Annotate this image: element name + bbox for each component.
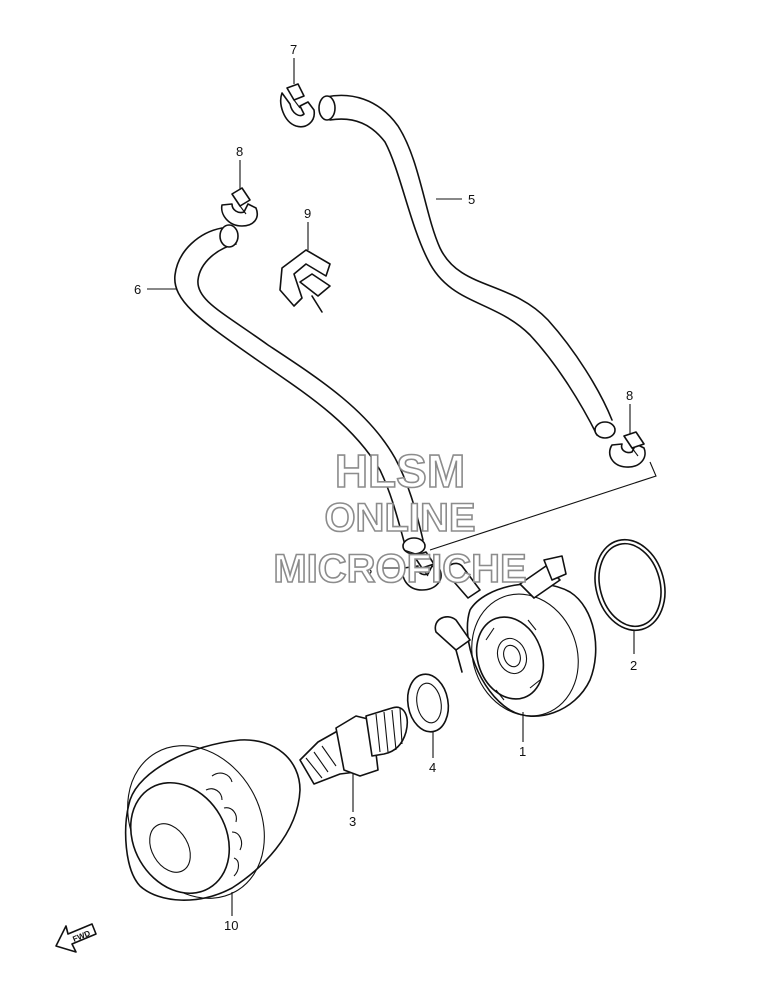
watermark: HLSM ONLINE MICROFICHE <box>273 444 528 592</box>
label-5: 5 <box>468 192 475 207</box>
union-bolt-3[interactable] <box>299 706 408 785</box>
o-ring-2[interactable] <box>585 532 674 638</box>
leader-lines <box>147 58 657 916</box>
label-6: 6 <box>134 282 141 297</box>
watermark-line-1: HLSM <box>335 445 465 497</box>
clamp-8-upper[interactable] <box>220 187 258 227</box>
label-3-upper: 3 <box>365 562 372 577</box>
oil-filter-10[interactable] <box>101 721 301 924</box>
label-8-upper: 8 <box>236 144 243 159</box>
label-8-right: 8 <box>626 388 633 403</box>
watermark-line-2: ONLINE <box>324 496 475 540</box>
label-9: 9 <box>304 206 311 221</box>
clamp-8-right[interactable] <box>608 431 646 468</box>
label-4: 4 <box>429 760 436 775</box>
clamp-7[interactable] <box>280 83 316 128</box>
watermark-line-3: MICROFICHE <box>273 547 526 591</box>
washer-4[interactable] <box>403 671 452 735</box>
label-1: 1 <box>519 744 526 759</box>
fwd-arrow-icon: FWD <box>55 923 97 953</box>
bracket-9[interactable] <box>279 249 331 313</box>
hose-6[interactable] <box>174 224 426 555</box>
part-labels: 7 8 9 5 6 8 3 1 2 4 3 10 <box>134 42 637 933</box>
label-7: 7 <box>290 42 297 57</box>
hose-5[interactable] <box>318 94 616 439</box>
oil-cooler-1[interactable] <box>434 555 597 731</box>
label-2: 2 <box>630 658 637 673</box>
label-3-lower: 3 <box>349 814 356 829</box>
label-10: 10 <box>224 918 238 933</box>
clamp-3-upper[interactable] <box>402 551 442 591</box>
